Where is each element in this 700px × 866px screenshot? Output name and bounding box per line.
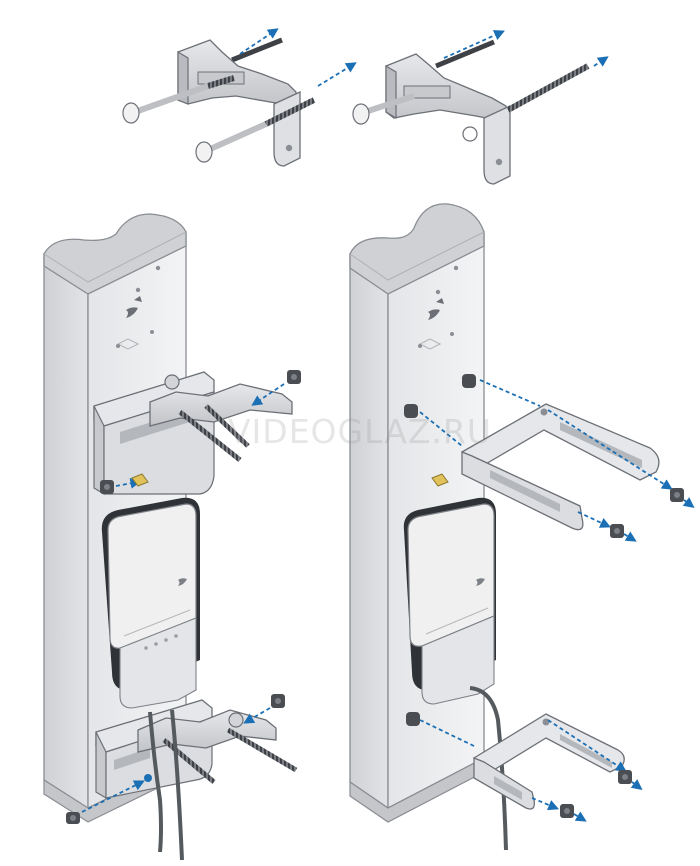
direction-arrow-icon xyxy=(419,719,475,747)
direction-arrow-icon xyxy=(547,409,673,490)
direction-arrow-icon xyxy=(251,383,285,406)
direction-arrow-icon xyxy=(243,707,271,724)
direction-arrow-icon xyxy=(577,511,611,528)
ubiquiti-logo-icon xyxy=(428,298,444,320)
nut-icon xyxy=(271,694,285,708)
nut-icon xyxy=(100,480,114,494)
sector-antenna-left xyxy=(43,213,301,861)
nut-icon xyxy=(560,804,574,818)
clamp-bracket-single-bolt xyxy=(352,30,609,185)
ubiquiti-logo-icon xyxy=(178,578,187,586)
nut-icon xyxy=(610,524,624,538)
direction-arrow-icon xyxy=(479,379,541,407)
nut-icon xyxy=(670,488,684,502)
direction-arrow-icon xyxy=(317,62,357,87)
direction-arrow-icon xyxy=(623,531,637,542)
direction-arrow-icon xyxy=(531,797,559,811)
direction-arrow-icon xyxy=(573,811,587,822)
clamp-bracket-two-bolts xyxy=(122,28,357,167)
u-bracket-lower xyxy=(473,713,625,810)
direction-arrow-icon xyxy=(547,719,627,772)
nut-icon xyxy=(287,370,301,384)
sector-antenna-right xyxy=(349,203,695,851)
ubiquiti-logo-icon xyxy=(126,296,142,318)
direction-arrow-icon xyxy=(593,56,609,67)
direction-arrow-icon xyxy=(115,478,142,489)
radio-unit xyxy=(101,497,200,709)
radio-unit xyxy=(403,497,496,705)
direction-arrow-icon xyxy=(419,411,463,447)
direction-arrow-icon xyxy=(443,30,505,59)
nut-icon xyxy=(618,770,632,784)
bolt-icon xyxy=(66,812,80,824)
direction-arrow-icon xyxy=(239,28,279,55)
direction-arrow-icon xyxy=(682,497,695,508)
direction-arrow-icon xyxy=(630,779,643,790)
ubiquiti-logo-icon xyxy=(476,578,485,586)
